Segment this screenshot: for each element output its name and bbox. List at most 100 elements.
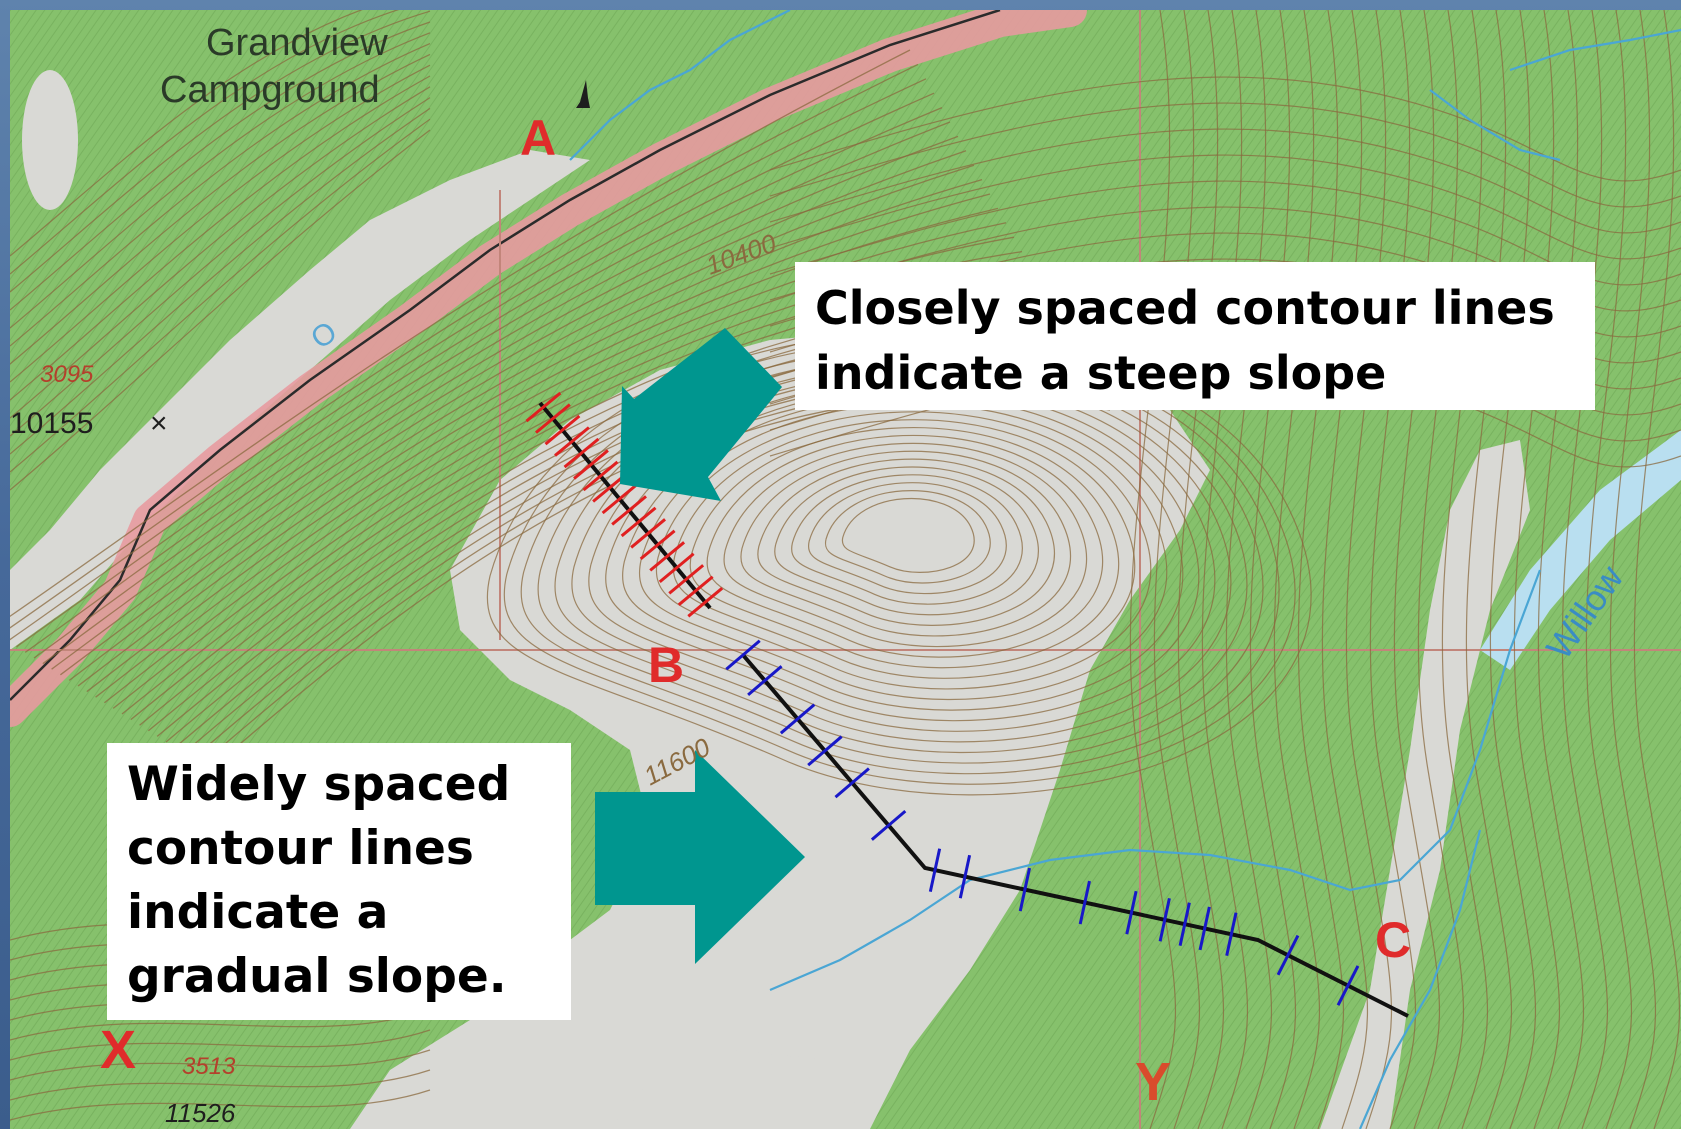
- gradual-transect-tick: [1178, 902, 1191, 946]
- spot-elevation-feet-1: 10155: [10, 407, 93, 440]
- gradual-transect-tick: [807, 735, 843, 767]
- contour-line: [1441, 10, 1489, 1129]
- contour-line: [10, 43, 431, 347]
- gradual-slope-callout: Widely spaced contour lines indicate a g…: [107, 743, 571, 1020]
- contour-line: [1129, 10, 1177, 1129]
- contour-line: [10, 10, 363, 257]
- steep-transect-tick: [601, 483, 638, 515]
- arrow-to-gradual-slope: [595, 750, 805, 964]
- contour-line: [774, 466, 1039, 616]
- contour-line: [1561, 10, 1609, 1129]
- contour-line: [42, 135, 959, 665]
- arrow-to-steep-slope: [620, 328, 782, 501]
- contour-line: [10, 63, 919, 629]
- gradual-transect-tick: [834, 767, 870, 799]
- contour-line: [1345, 10, 1393, 1129]
- contour-line: [740, 450, 1071, 637]
- contour-line: [1417, 10, 1465, 1129]
- contour-line: [10, 1069, 431, 1101]
- steep-transect-tick: [544, 414, 581, 446]
- gradual-slope-transect: [725, 639, 1409, 1018]
- point-label-a: A: [520, 110, 556, 166]
- gradual-callout-line-1: Widely spaced: [127, 757, 511, 812]
- gradual-transect-tick: [928, 848, 942, 892]
- contour-line: [639, 403, 1168, 701]
- gradual-transect-line: [741, 653, 1409, 1018]
- steep-callout-line-1: Closely spaced contour lines: [815, 281, 1555, 335]
- gradual-transect-tick: [1198, 906, 1211, 951]
- gradual-callout-line-3: indicate a: [127, 885, 389, 940]
- contour-line: [807, 482, 1007, 595]
- gradual-transect-tick: [1078, 880, 1091, 925]
- place-label-line-2: Campground: [160, 69, 380, 111]
- contour-line: [769, 102, 1681, 208]
- contour-line: [10, 10, 400, 275]
- steep-transect-tick: [611, 495, 647, 526]
- contour-line: [723, 442, 1087, 648]
- gradual-transect-tick: [779, 703, 816, 735]
- contour-line: [10, 21, 431, 311]
- contour-line: [10, 86, 431, 419]
- gradual-transect-tick: [725, 639, 761, 671]
- contour-line: [77, 193, 991, 687]
- contour-line: [672, 419, 1136, 679]
- gradual-transect-tick: [1336, 965, 1360, 1006]
- contour-line: [791, 474, 1023, 605]
- contour-line: [10, 1029, 431, 1061]
- contour-line: [1321, 10, 1369, 1129]
- point-label-y: Y: [1135, 1052, 1171, 1112]
- steep-transect-tick: [620, 506, 657, 538]
- spot-height-marker: ×: [150, 407, 168, 440]
- contour-line: [68, 178, 983, 681]
- contour-line: [706, 434, 1104, 658]
- contour-line: [10, 129, 431, 491]
- steep-transect-tick: [563, 437, 600, 469]
- steep-transect-tick: [639, 529, 676, 561]
- contour-line: [1249, 10, 1297, 1129]
- contour-line: [10, 53, 431, 365]
- contour-line: [10, 97, 431, 437]
- contour-line: [33, 121, 951, 659]
- gradual-transect-tick: [1158, 898, 1171, 942]
- contour-line: [757, 458, 1055, 626]
- contour-line: [824, 490, 991, 584]
- contour-line: [16, 92, 935, 648]
- contour-line: [1201, 10, 1249, 1129]
- contour-line: [10, 64, 431, 383]
- gradual-transect-tick: [870, 809, 907, 841]
- steep-transect-tick: [630, 518, 667, 549]
- gradual-transect-tick: [1125, 890, 1138, 935]
- place-label-line-1: Grandview: [206, 22, 388, 64]
- contour-line: [1585, 10, 1633, 1129]
- steep-transect-tick: [668, 564, 705, 595]
- spot-elevation-feet-2: 11526: [165, 1098, 236, 1128]
- contour-line: [769, 154, 1681, 260]
- contour-line: [486, 332, 1312, 796]
- gradual-callout-line-4: gradual slope.: [127, 949, 507, 1004]
- contour-line: [60, 164, 975, 676]
- gradual-callout-line-2: contour lines: [127, 821, 474, 876]
- contour-line: [10, 32, 431, 329]
- contour-line: [10, 49, 911, 618]
- spot-elevation-metric-1: 3095: [40, 361, 94, 388]
- contour-line: [1633, 10, 1681, 1129]
- contour-line: [1465, 10, 1513, 1129]
- contour-line: [1489, 10, 1537, 1129]
- contour-line: [1153, 10, 1201, 1129]
- steep-transect-line: [538, 401, 712, 610]
- steep-slope-callout: Closely spaced contour lines indicate a …: [795, 262, 1595, 410]
- contour-line: [10, 78, 927, 641]
- contour-line: [1609, 10, 1657, 1129]
- road: [10, 10, 1087, 727]
- contour-line: [689, 427, 1120, 669]
- contour-line: [10, 118, 431, 473]
- contour-line: [1273, 10, 1321, 1129]
- point-label-b: B: [648, 637, 684, 693]
- steep-callout-line-2: indicate a steep slope: [815, 346, 1387, 400]
- contour-line: [1369, 10, 1417, 1129]
- clearings: [10, 10, 1681, 1129]
- contour-line: [10, 1089, 431, 1121]
- contour-line: [1177, 10, 1225, 1129]
- contour-line: [24, 106, 943, 653]
- point-label-x: X: [100, 1020, 136, 1080]
